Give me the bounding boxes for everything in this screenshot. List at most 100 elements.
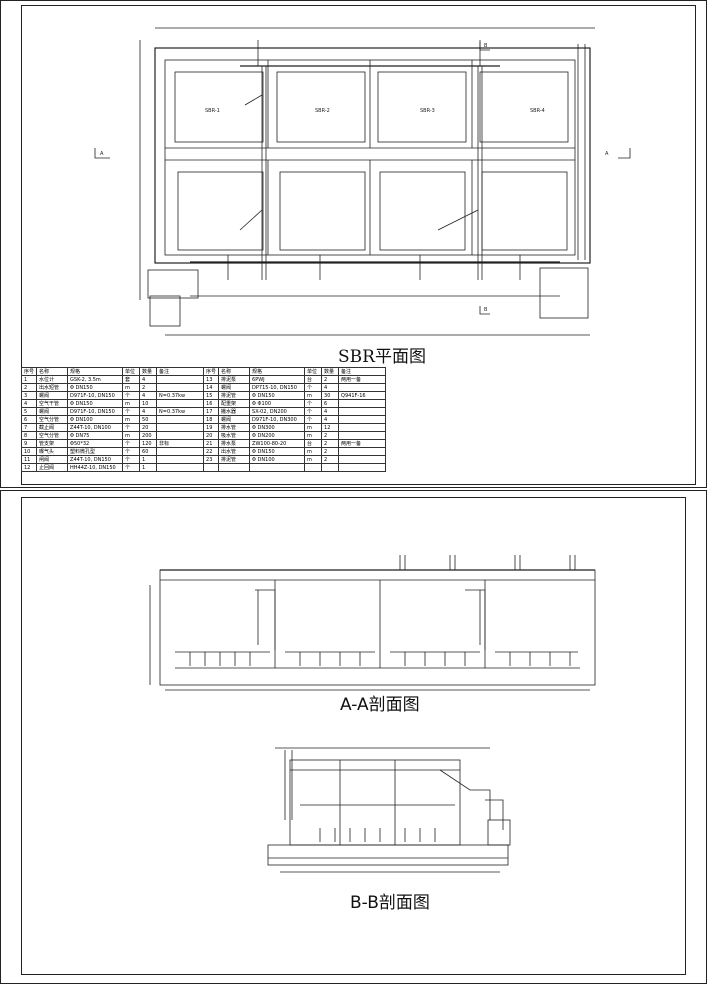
table-cell: Φ DN150 [249,391,306,400]
section-bb-drawing [267,747,511,873]
table-cell: 个 [304,415,323,424]
table-cell: 4 [321,415,340,424]
table-cell: 12 [20,463,38,472]
table-cell [338,415,387,424]
table-cell: m [304,391,323,400]
table-cell: 4 [139,407,158,416]
table-cell: m [304,447,323,456]
tank-label-sbr4: SBR-4 [530,108,545,114]
table-cell: 排水泵 [218,439,251,448]
table-cell: 空气分管 [36,415,69,424]
table-cell: 13 [203,375,220,384]
table-header-cell: 名称 [36,367,69,376]
table-cell: m [304,423,323,432]
table-cell [338,407,387,416]
table-cell: Φ DN300 [249,423,306,432]
table-cell: 15 [203,391,220,400]
section-mark-b-bottom: B [484,307,488,313]
table-cell: 个 [122,463,141,472]
table-cell [156,415,205,424]
section-aa-title: A-A剖面图 [340,695,420,715]
table-cell [156,423,205,432]
table-cell: 23 [203,455,220,464]
table-cell: D971F-10, DN300 [249,415,306,424]
table-cell: 6PWJ [249,375,306,384]
table-cell: 4 [321,407,340,416]
table-cell: Φ Φ100 [249,399,306,408]
table-cell: 1 [139,463,158,472]
table-cell: Φ DN100 [67,415,124,424]
table-cell: GSK-2, 3.5m [67,375,124,384]
table-cell: 空气分管 [36,431,69,440]
table-cell: 20 [203,431,220,440]
table-cell: m [304,455,323,464]
table-cell: m [122,415,141,424]
table-cell: 台 [304,439,323,448]
table-cell: 撇水器 [218,407,251,416]
table-cell: 塑料微孔型 [67,447,124,456]
table-cell: 套 [122,375,141,384]
table-cell: 1 [139,455,158,464]
table-cell: 9 [20,439,38,448]
table-cell: 2 [321,455,340,464]
table-cell: 个 [304,399,323,408]
table-cell [338,447,387,456]
table-cell: 吸水管 [218,431,251,440]
table-cell: 截止阀 [36,423,69,432]
table-cell: 2 [321,447,340,456]
table-cell: 30 [321,391,340,400]
table-header-cell: 单位 [122,367,141,376]
table-cell: 11 [20,455,38,464]
table-cell [156,375,205,384]
table-cell: 两用一备 [338,439,387,448]
table-cell: 个 [122,423,141,432]
table-cell: 12 [321,423,340,432]
table-cell: Z44T-10, DN100 [67,423,124,432]
table-cell [156,463,205,472]
table-cell: Φ DN200 [249,431,306,440]
table-cell: 排泥管 [218,391,251,400]
table-cell: 4 [20,399,38,408]
table-cell [321,463,340,472]
table-header-cell: 序号 [20,367,38,376]
table-header-cell: 备注 [156,367,205,376]
table-cell: m [122,399,141,408]
table-cell [338,431,387,440]
table-cell: 5 [20,407,38,416]
drawing-sheet-sections [0,490,707,984]
table-cell: Φ DN150 [67,399,124,408]
table-cell: Φ DN150 [67,383,124,392]
table-cell: 排泥管 [218,455,251,464]
table-cell: 个 [122,447,141,456]
table-cell: 6 [321,399,340,408]
table-cell: 18 [203,415,220,424]
table-cell [156,383,205,392]
table-cell [203,463,220,472]
table-cell [338,455,387,464]
table-cell: Φ DN100 [249,455,306,464]
table-cell: 2 [139,383,158,392]
table-cell: 6 [20,415,38,424]
section-mark-a-left: A [100,151,104,157]
table-cell [218,463,251,472]
table-cell: Q941F-16 [338,391,387,400]
table-cell: 配重架 [218,399,251,408]
table-cell: 17 [203,407,220,416]
table-cell: 4 [139,391,158,400]
table-cell: 7 [20,423,38,432]
table-header-cell: 规格 [249,367,306,376]
table-cell: 2 [321,375,340,384]
table-cell: m [122,431,141,440]
table-cell: 台 [304,375,323,384]
table-cell [338,463,387,472]
table-cell: 14 [203,383,220,392]
